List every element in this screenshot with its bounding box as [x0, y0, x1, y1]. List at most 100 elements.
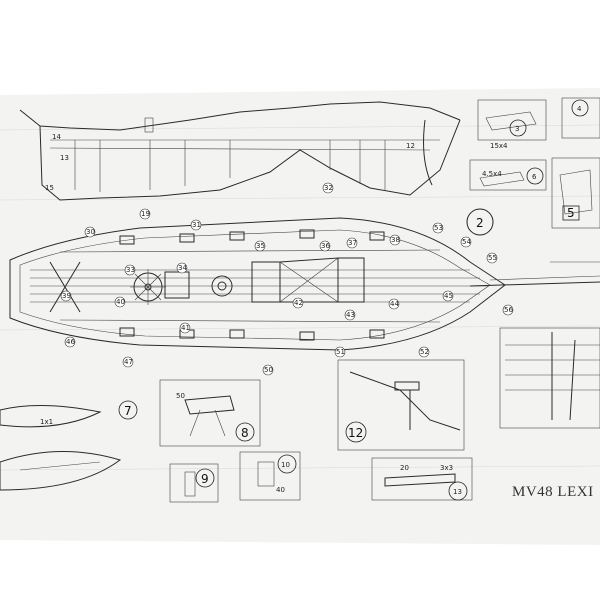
svg-text:43: 43: [346, 311, 355, 319]
profile-label-15: 15: [45, 184, 54, 192]
label-4: 4: [577, 105, 582, 113]
label-3: 3: [515, 125, 519, 133]
svg-text:52: 52: [420, 348, 429, 356]
callout: 19: [139, 208, 151, 220]
svg-text:47: 47: [124, 358, 133, 366]
svg-text:41: 41: [181, 324, 190, 332]
callout: 33: [124, 264, 136, 276]
label-7: 7: [124, 404, 132, 418]
callout: 46: [64, 336, 75, 348]
profile-label-13: 13: [60, 154, 69, 162]
detail-box-6: [469, 159, 547, 191]
big-label-7: 7: [118, 400, 138, 420]
svg-text:40: 40: [116, 298, 125, 306]
big-label-13: 13: [448, 481, 468, 501]
deck-callouts: 30 19 31 32 33 34 35 36 37 38 39 40 41 4…: [60, 182, 513, 376]
label-10: 10: [281, 461, 290, 469]
svg-text:53: 53: [434, 224, 443, 232]
detail-box-rigging: [499, 327, 600, 429]
svg-text:56: 56: [504, 306, 513, 314]
svg-text:19: 19: [141, 210, 150, 218]
callout: 53: [432, 222, 444, 234]
svg-text:35: 35: [256, 242, 265, 250]
svg-text:34: 34: [178, 264, 187, 272]
label-12: 12: [348, 426, 363, 440]
svg-text:38: 38: [391, 236, 400, 244]
detail-box-7: [0, 404, 122, 491]
callout: 32: [322, 182, 334, 194]
svg-text:37: 37: [348, 239, 357, 247]
svg-text:32: 32: [324, 184, 333, 192]
svg-text:30: 30: [86, 228, 95, 236]
big-label-5: 5: [562, 205, 580, 221]
big-label-9: 9: [195, 468, 215, 488]
big-label-3: 3: [509, 119, 527, 137]
callout: 56: [502, 304, 513, 316]
callout: 50: [262, 364, 274, 376]
detail-box-10: [239, 451, 301, 501]
callout: 30: [84, 226, 96, 238]
detail-box-9: [169, 463, 219, 503]
callout: 37: [346, 237, 358, 249]
label-6: 6: [532, 173, 537, 181]
label-13: 13: [453, 488, 462, 496]
svg-text:51: 51: [336, 348, 345, 356]
svg-text:39: 39: [62, 292, 71, 300]
detail-box-13: [371, 457, 473, 501]
big-label-2: 2: [466, 208, 494, 236]
callout: 44: [388, 298, 399, 310]
big-label-10: 10: [277, 454, 297, 474]
svg-text:44: 44: [390, 300, 399, 308]
big-label-12: 12: [345, 421, 367, 443]
callout: 45: [442, 290, 454, 302]
callout: 40: [114, 296, 126, 308]
dim-note: 40: [276, 486, 285, 494]
svg-text:54: 54: [462, 238, 471, 246]
callout: 54: [460, 236, 471, 248]
callout: 41: [179, 322, 191, 334]
detail-box-4: [561, 97, 600, 139]
dim-note: 15x4: [490, 142, 508, 150]
paper-sheet: [0, 88, 600, 545]
label-2: 2: [476, 216, 484, 230]
callout: 34: [176, 262, 187, 274]
callout: 51: [334, 346, 346, 358]
label-9: 9: [201, 472, 209, 486]
svg-text:45: 45: [444, 292, 453, 300]
plan-title: MV48 LEXI: [512, 484, 594, 500]
callout: 39: [60, 290, 72, 302]
svg-text:33: 33: [126, 266, 135, 274]
detail-box-5: [551, 157, 600, 229]
callout: 55: [486, 252, 498, 264]
callout: 38: [389, 234, 401, 246]
callout: 31: [190, 219, 202, 231]
detail-box-8: [159, 379, 261, 447]
callout: 36: [319, 240, 330, 252]
dim-note: 20: [400, 464, 409, 472]
hull-profile-drawing: [19, 101, 461, 201]
dim-note: 3x3: [440, 464, 453, 472]
svg-text:50: 50: [264, 366, 273, 374]
big-label-4: 4: [571, 99, 589, 117]
profile-label-12: 12: [406, 142, 415, 150]
callout: 52: [418, 346, 430, 358]
big-label-8: 8: [235, 422, 255, 442]
svg-text:36: 36: [321, 242, 330, 250]
label-8: 8: [241, 426, 249, 440]
svg-text:31: 31: [192, 221, 201, 229]
detail-box-12: [337, 359, 465, 451]
svg-text:46: 46: [66, 338, 75, 346]
profile-label-14: 14: [52, 133, 61, 141]
dim-note: 1x1: [40, 418, 53, 426]
dim-note: 50: [176, 392, 185, 400]
callout: 35: [254, 240, 266, 252]
callout: 47: [122, 356, 134, 368]
deck-plan-drawing: [9, 217, 600, 351]
callout: 43: [344, 309, 356, 321]
svg-text:42: 42: [294, 299, 303, 307]
svg-text:55: 55: [488, 254, 497, 262]
dim-note: 4.5x4: [482, 170, 502, 178]
detail-box-3: [477, 99, 547, 141]
callout: 42: [292, 297, 304, 309]
